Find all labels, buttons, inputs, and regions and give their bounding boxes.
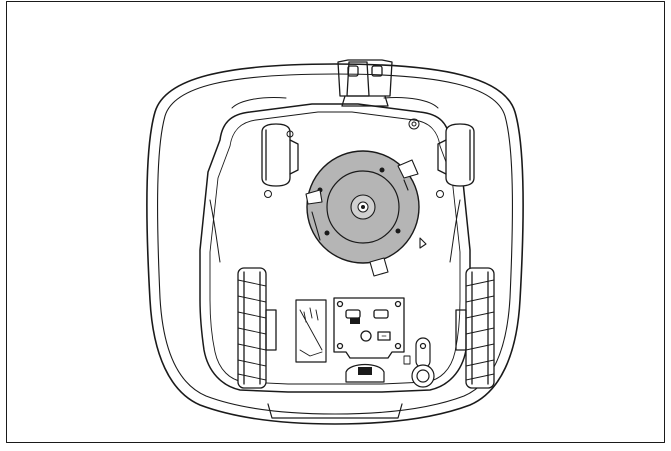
left-front-arch <box>231 97 287 109</box>
electronics-cover <box>333 297 405 359</box>
main-switch <box>403 337 435 388</box>
chassis-screws <box>264 118 444 198</box>
rear-bumper <box>267 403 403 419</box>
chassis-inner-edge <box>209 111 461 385</box>
page-border <box>6 1 665 443</box>
outer-body-shell <box>146 63 524 425</box>
rear-right-wheel <box>455 267 495 389</box>
rear-sensor-housing <box>345 363 385 383</box>
front-right-wheel <box>437 123 475 187</box>
warning-label <box>295 299 327 363</box>
inner-body-rim <box>157 73 513 415</box>
carry-handle <box>337 59 393 107</box>
rear-left-wheel <box>237 267 277 389</box>
left-side-relief <box>209 199 221 263</box>
right-front-arch <box>383 97 439 109</box>
right-side-relief <box>449 199 461 263</box>
front-left-wheel <box>261 123 299 187</box>
cutting-blades <box>305 159 427 277</box>
blade-disc <box>306 150 420 264</box>
